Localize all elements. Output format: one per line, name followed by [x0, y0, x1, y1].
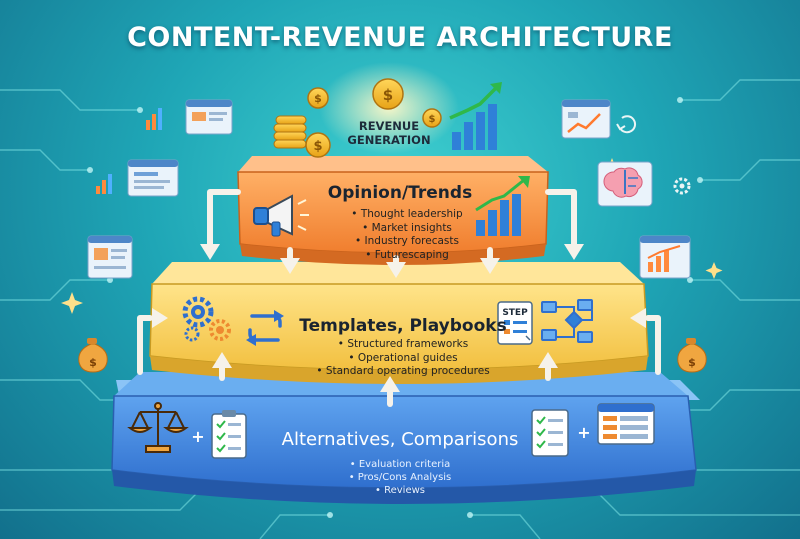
revenue-label-line2: GENERATION: [347, 133, 431, 147]
cycle-arrow-icon: [616, 115, 637, 134]
tier-templates-title: Templates, Playbooks: [299, 316, 507, 336]
tier-alternatives-list: Evaluation criteria Pros/Cons Analysis R…: [300, 458, 500, 497]
checklist-icon: [531, 409, 569, 457]
browser-window-icon: [127, 159, 179, 197]
step-document-icon: STEP: [497, 301, 533, 345]
revenue-label-line1: REVENUE: [358, 119, 420, 133]
scales-icon: [127, 402, 189, 453]
browser-window-icon: [639, 235, 691, 279]
list-item: Reviews: [300, 484, 500, 497]
coin-icon: $: [305, 132, 331, 158]
tier-opinion-list: Thought leadership Market insights Indus…: [322, 208, 492, 262]
tier-alternatives-title: Alternatives, Comparisons: [281, 429, 519, 450]
list-item: Evaluation criteria: [300, 458, 500, 471]
arrowheads-down: [200, 244, 584, 278]
coin-icon: $: [307, 87, 329, 109]
page-title: CONTENT-REVENUE ARCHITECTURE: [127, 22, 673, 53]
megaphone-icon: [253, 194, 309, 237]
svg-text:$: $: [429, 114, 436, 125]
small-bar-chart-icon: [96, 108, 162, 194]
money-bag-icon: $: [677, 338, 707, 373]
list-item: Market insights: [322, 222, 492, 236]
list-item: Operational guides: [288, 352, 518, 366]
list-item: Standard operating procedures: [288, 365, 518, 379]
coin-icon: $: [372, 78, 404, 110]
list-item: Futurescaping: [322, 249, 492, 263]
checklist-icon: [211, 410, 247, 459]
flowchart-icon: [541, 299, 593, 343]
coin-icon: $: [422, 108, 442, 128]
money-bag-symbol: $: [688, 356, 696, 369]
browser-window-icon: [87, 235, 133, 279]
svg-text:$: $: [314, 92, 322, 105]
tier-templates-list: Structured frameworks Operational guides…: [288, 338, 518, 379]
svg-text:$: $: [383, 86, 393, 104]
growth-chart-icon: [449, 82, 502, 150]
plus-sign: +: [191, 427, 204, 446]
list-item: Thought leadership: [322, 208, 492, 222]
gears-icon: [182, 296, 231, 342]
plus-sign: +: [577, 423, 590, 442]
step-label: STEP: [502, 308, 528, 318]
list-item: Structured frameworks: [288, 338, 518, 352]
money-bag-icon: $: [78, 338, 108, 373]
brain-icon: [597, 161, 653, 207]
cycle-arrows-icon: [246, 310, 284, 346]
browser-window-icon: [561, 99, 611, 139]
money-bag-symbol: $: [89, 356, 97, 369]
comparison-table-icon: [597, 403, 655, 445]
tier-opinion-title: Opinion/Trends: [327, 183, 473, 203]
svg-text:$: $: [313, 139, 322, 154]
revenue-generation-label: REVENUE GENERATION: [328, 119, 450, 147]
list-item: Industry forecasts: [322, 235, 492, 249]
list-item: Pros/Cons Analysis: [300, 471, 500, 484]
browser-window-icon: [185, 99, 233, 135]
coin-stack-icon: [273, 115, 307, 149]
gear-icon: [673, 177, 691, 195]
arrowheads-side: [152, 308, 646, 392]
